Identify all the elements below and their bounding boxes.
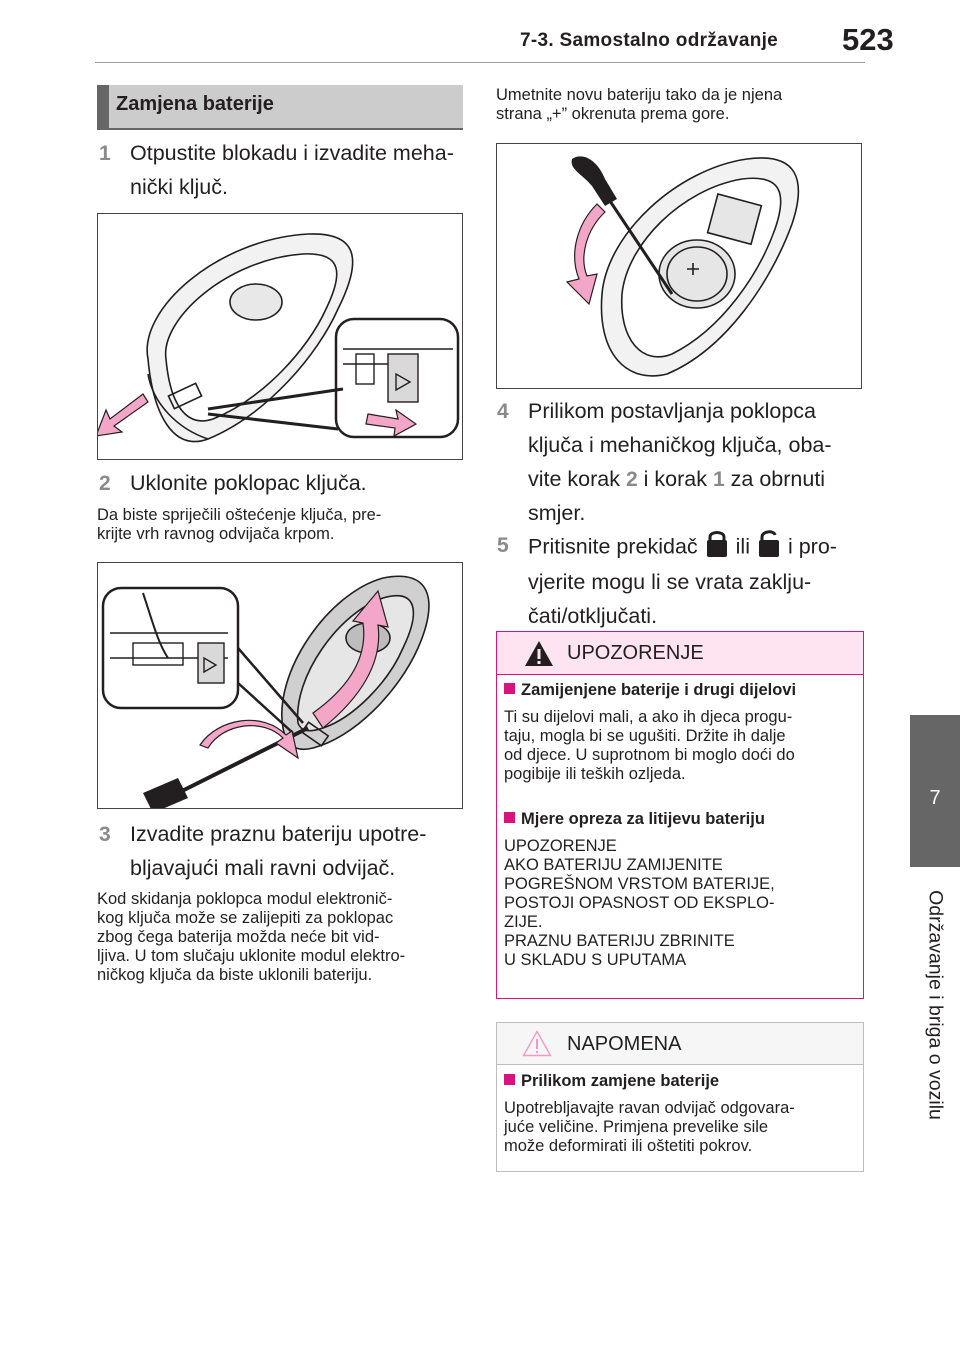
notice-item1-title: Prilikom zamjene baterije [504, 1072, 719, 1091]
step-4-text-line3: vite korak 2 i korak 1 za obrnuti [528, 462, 825, 497]
notice-item1-line3: može deformirati ili oštetiti pokrov. [504, 1137, 753, 1155]
step-number: 5 [497, 534, 509, 557]
step-5-text-part-b: ili [735, 534, 750, 559]
warning-item2-line6: PRAZNU BATERIJU ZBRINITE [504, 932, 735, 950]
section-header-marker [97, 85, 109, 128]
step-2: 2 [99, 466, 111, 501]
figure-battery-replace [496, 143, 862, 389]
step-ref-2: 2 [626, 468, 638, 491]
step-4-text-part-a: vite korak [528, 467, 621, 491]
warning-item1-title-text: Zamijenjene baterije i drugi dijelovi [521, 681, 797, 699]
warning-item2-title: Mjere opreza za litijevu bateriju [504, 810, 765, 829]
step-number: 1 [99, 142, 111, 165]
warning-item1-line2: taju, mogla bi se ugušiti. Držite ih dal… [504, 727, 786, 745]
step-5: 5 [497, 528, 509, 563]
step-ref-1: 1 [712, 468, 725, 491]
step-5-text-part-c: i pro- [787, 534, 837, 559]
warning-title: UPOZORENJE [567, 642, 704, 664]
step-5-text-line1: Pritisnite prekidač ili i pro- [528, 528, 837, 568]
figure-mechanical-key [95, 213, 463, 460]
step-3-note-line2: kog ključa može se zalijepiti za poklopa… [97, 909, 394, 927]
step-3-note-line1: Kod skidanja poklopca modul elektronič- [97, 890, 393, 908]
chapter-tab [910, 715, 960, 867]
header-divider [95, 62, 865, 63]
warning-item2-title-text: Mjere opreza za litijevu bateriju [521, 810, 765, 828]
step-1: 1 [99, 136, 111, 171]
battery-illustration [565, 156, 800, 377]
unlock-icon [756, 528, 782, 568]
page-number: 523 [842, 22, 894, 57]
battery-intro-line1: Umetnite novu bateriju tako da je njena [496, 86, 783, 104]
notice-item1-line1: Upotrebljavajte ravan odvijač odgovara- [504, 1099, 795, 1117]
step-2-text: Uklonite poklopac ključa. [130, 471, 367, 495]
step-5-text-line3: čati/otključati. [528, 604, 658, 628]
warning-item2-line1: UPOZORENJE [504, 837, 617, 855]
step-4-text-line4: smjer. [528, 501, 586, 525]
section-title: Zamjena baterije [116, 93, 274, 115]
step-3-note-line3: zbog čega baterija možda neće bit vid- [97, 928, 380, 946]
step-3-note-line4: ljiva. U tom slučaju uklonite modul elek… [97, 947, 406, 965]
step-2-note-line1: Da biste spriječili oštećenje ključa, pr… [97, 506, 382, 524]
notice-header: NAPOMENA [497, 1023, 863, 1065]
key-fob-illustration [95, 233, 460, 443]
notice-item1-line2: juće veličine. Primjena prevelike sile [504, 1118, 769, 1136]
warning-item2-line3: POGREŠNOM VRSTOM BATERIJE, [504, 875, 775, 893]
step-1-text-line2: nički ključ. [130, 175, 228, 199]
chapter-title: Održavanje i briga o vozilu [924, 890, 947, 1120]
bullet-square-icon [504, 1074, 515, 1085]
section-header-underline [97, 128, 463, 130]
step-4-text-part-b: i korak [643, 467, 707, 491]
warning-item1-line1: Ti su dijelovi mali, a ako ih djeca prog… [504, 708, 793, 726]
bullet-square-icon [504, 812, 515, 823]
step-number: 4 [497, 400, 509, 423]
chapter-number: 7 [929, 787, 941, 809]
warning-item1-line4: pogibije ili teških ozljeda. [504, 765, 686, 783]
step-5-text-line2: vjerite mogu li se vrata zaklju- [528, 570, 812, 594]
warning-item2-line4: POSTOJI OPASNOST OD EKSPLO- [504, 894, 775, 912]
running-header-section: 7-3. Samostalno održavanje [520, 30, 779, 51]
step-3-note-line5: ničkog ključa da biste uklonili bateriju… [97, 966, 373, 984]
step-3: 3 [99, 817, 111, 852]
section-header-bar [97, 85, 463, 128]
warning-triangle-icon [524, 640, 554, 672]
notice-triangle-icon [522, 1030, 552, 1062]
warning-header: UPOZORENJE [497, 632, 863, 675]
notice-title: NAPOMENA [567, 1033, 682, 1055]
step-4-text-line2: ključa i mehaničkog ključa, oba- [528, 433, 832, 457]
step-4-text-line1: Prilikom postavljanja poklopca [528, 399, 817, 423]
warning-item2-line2: AKO BATERIJU ZAMIJENITE [504, 856, 723, 874]
warning-item2-line5: ZIJE. [504, 913, 543, 931]
step-3-text-line1: Izvadite praznu bateriju upotre- [130, 822, 427, 846]
bullet-square-icon [504, 683, 515, 694]
battery-intro-line2: strana „+” okrenuta prema gore. [496, 105, 730, 123]
cover-removal-illustration [101, 575, 430, 813]
notice-item1-title-text: Prilikom zamjene baterije [521, 1072, 720, 1090]
warning-item1-line3: od djece. U suprotnom bi moglo doći do [504, 746, 795, 764]
step-2-note-line2: krijte vrh ravnog odvijača krpom. [97, 525, 335, 543]
step-1-text-line1: Otpustite blokadu i izvadite meha- [130, 141, 454, 165]
step-4-text-part-c: za obrnuti [730, 467, 826, 491]
notice-box: NAPOMENA Prilikom zamjene baterije Upotr… [496, 1022, 864, 1172]
warning-item2-line7: U SKLADU S UPUTAMA [504, 951, 687, 969]
warning-item1-title: Zamijenjene baterije i drugi dijelovi [504, 681, 796, 700]
warning-box: UPOZORENJE Zamijenjene baterije i drugi … [496, 631, 864, 999]
step-number: 2 [99, 472, 111, 495]
step-number: 3 [99, 823, 111, 846]
figure-remove-cover [97, 562, 463, 813]
lock-icon [704, 528, 730, 568]
step-4: 4 [497, 394, 509, 429]
step-3-text-line2: bljavajući mali ravni odvijač. [130, 856, 396, 880]
step-5-text-part-a: Pritisnite prekidač [528, 534, 698, 559]
